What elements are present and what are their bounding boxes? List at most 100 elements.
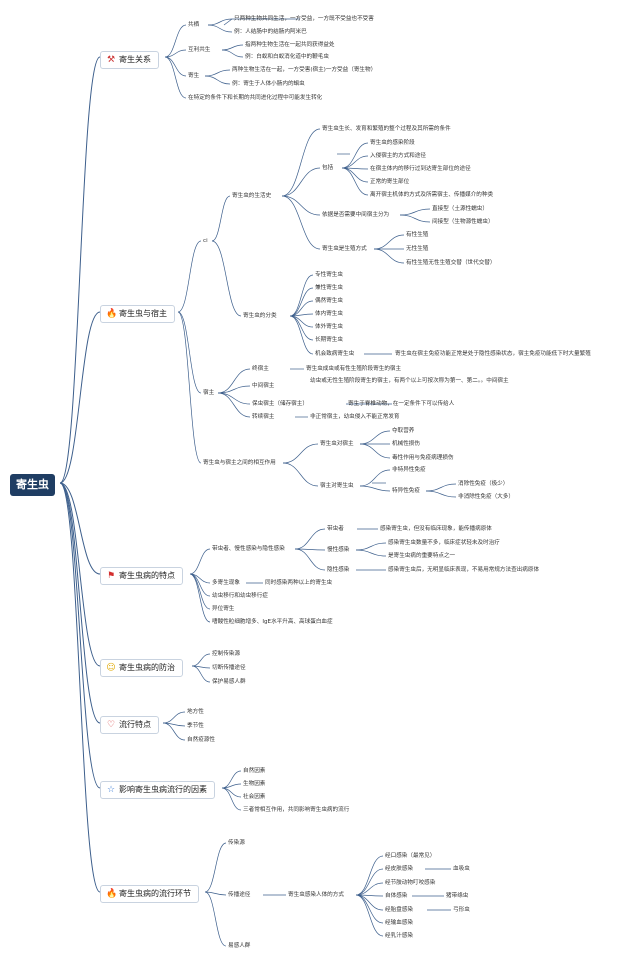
carrier-group[interactable]: 带虫者、慢性感染与隐性感染 bbox=[212, 546, 285, 552]
nonspecific-immunity[interactable]: 非特异性免疫 bbox=[392, 467, 426, 473]
intermediate-host-desc[interactable]: 幼虫或无性生殖阶段寄生的宿主，有两个以上可按次称为第一、第二。。中间宿主 bbox=[310, 378, 509, 384]
susceptible-population[interactable]: 易感人群 bbox=[228, 943, 251, 949]
branch-node-2[interactable]: ⚑寄生虫病的特点 bbox=[100, 567, 183, 585]
infection-ways[interactable]: 寄生虫感染人体的方式 bbox=[288, 892, 344, 898]
include-item-4[interactable]: 离开宿主机体的方式及所需宿主、传播媒介的种类 bbox=[370, 192, 494, 198]
host-label[interactable]: 宿主 bbox=[203, 390, 215, 396]
branch-node-3[interactable]: ☺寄生虫病的防治 bbox=[100, 659, 183, 677]
relation-gongqi[interactable]: 共栖 bbox=[188, 22, 200, 28]
relation-gongqi-desc[interactable]: 只两种生物共同生活，一方受益，一方既不受益也不受害 bbox=[234, 16, 374, 22]
host-ci[interactable]: ci bbox=[203, 238, 208, 244]
way-6[interactable]: 经乳汁感染 bbox=[385, 933, 413, 939]
multi-parasitism-desc[interactable]: 同时感染两种以上的寄生虫 bbox=[265, 580, 333, 586]
pork-tapeworm[interactable]: 猪带绦虫 bbox=[446, 893, 469, 899]
latent-infection[interactable]: 隐性感染 bbox=[327, 567, 350, 573]
infection-source[interactable]: 传染源 bbox=[228, 840, 245, 846]
relation-gongqi-example[interactable]: 例：人结肠中的结肠内阿米巴 bbox=[234, 29, 307, 35]
class-item-0[interactable]: 专性寄生虫 bbox=[315, 272, 343, 278]
include-item-1[interactable]: 入侵宿主的方式和途径 bbox=[370, 153, 426, 159]
branch-node-4[interactable]: ♡流行特点 bbox=[100, 716, 159, 734]
class-item-2[interactable]: 偶然寄生虫 bbox=[315, 298, 343, 304]
chronic-infection[interactable]: 慢性感染 bbox=[327, 547, 350, 553]
prevention-2[interactable]: 保护易感人群 bbox=[212, 679, 246, 685]
branch-label: 寄生虫病的特点 bbox=[119, 571, 175, 580]
branch-node-6[interactable]: 🔥寄生虫病的流行环节 bbox=[100, 885, 199, 903]
schistosome[interactable]: 血吸虫 bbox=[453, 866, 470, 872]
repro-item-2[interactable]: 有性生殖无性生殖交替（世代交替） bbox=[406, 260, 496, 266]
factor-3[interactable]: 三者常相互作用，共同影响寄生虫病的流行 bbox=[243, 807, 350, 813]
toxoplasma[interactable]: 弓形虫 bbox=[453, 907, 470, 913]
prevention-1[interactable]: 切断传播途径 bbox=[212, 665, 246, 671]
relation-huli[interactable]: 互利共生 bbox=[188, 47, 211, 53]
interaction[interactable]: 寄生虫与宿主之间的相互作用 bbox=[203, 460, 276, 466]
relation-huli-example[interactable]: 例：白蚁和白蚁消化道中的鞭毛虫 bbox=[245, 54, 329, 60]
life-history-def[interactable]: 寄生虫生长、发育和繁殖的整个过程及其所需的条件 bbox=[322, 126, 451, 132]
prevention-0[interactable]: 控制传染源 bbox=[212, 651, 240, 657]
opportunistic-desc[interactable]: 寄生虫在宿主免疫功能正常是处于隐性感染状态，宿主免疫功能低下时大量繁殖 bbox=[395, 351, 591, 357]
transmission-route[interactable]: 传播途径 bbox=[228, 892, 251, 898]
carrier[interactable]: 带虫者 bbox=[327, 526, 344, 532]
indirect-type[interactable]: 间接型（生物源性蠕虫） bbox=[432, 219, 494, 225]
reservoir-host[interactable]: 保虫宿主（储存宿主） bbox=[252, 401, 308, 407]
latent-desc[interactable]: 感染寄生虫后，无明显临床表现，不易用常规方法查出病原体 bbox=[388, 567, 540, 573]
class-item-3[interactable]: 体内寄生虫 bbox=[315, 311, 343, 317]
branch-node-5[interactable]: ☆影响寄生虫病流行的因素 bbox=[100, 781, 215, 799]
class-item-5[interactable]: 长期寄生虫 bbox=[315, 337, 343, 343]
include-item-2[interactable]: 在宿主体内的移行过到达寄生部位的途径 bbox=[370, 166, 471, 172]
paratenic-host[interactable]: 转续宿主 bbox=[252, 414, 275, 420]
to-host[interactable]: 寄生虫对宿主 bbox=[320, 441, 354, 447]
epidemic-1[interactable]: 季节性 bbox=[187, 723, 204, 729]
life-history[interactable]: 寄生虫的生活史 bbox=[232, 193, 272, 199]
multi-parasitism[interactable]: 多寄生现象 bbox=[212, 580, 240, 586]
way-2[interactable]: 经节肢动物叮咬感染 bbox=[385, 880, 436, 886]
way-0[interactable]: 经口感染（最常见） bbox=[385, 853, 436, 859]
class-item-4[interactable]: 体外寄生虫 bbox=[315, 324, 343, 330]
ectopic-parasitism[interactable]: 异位寄生 bbox=[212, 606, 235, 612]
larva-migrans[interactable]: 幼虫移行和幼虫移行症 bbox=[212, 593, 268, 599]
repro-item-1[interactable]: 无性生殖 bbox=[406, 246, 429, 252]
relation-jisheng-desc[interactable]: 两种生物生活在一起，一方受害(宿主)一方受益（寄生物） bbox=[232, 67, 377, 73]
include-label[interactable]: 包括 bbox=[322, 165, 334, 171]
factor-1[interactable]: 生物因素 bbox=[243, 781, 266, 787]
final-host[interactable]: 终宿主 bbox=[252, 366, 269, 372]
by-intermediate[interactable]: 依据是否需要中间宿主分为 bbox=[322, 212, 390, 218]
factor-0[interactable]: 自然因素 bbox=[243, 768, 266, 774]
intermediate-host[interactable]: 中间宿主 bbox=[252, 383, 275, 389]
nonsterilizing-immunity[interactable]: 非消除性免疫（大多） bbox=[458, 494, 514, 500]
class-item-1[interactable]: 兼性寄生虫 bbox=[315, 285, 343, 291]
relation-evolution[interactable]: 在特定的条件下和长期的共同进化过程中可能发生转化 bbox=[188, 95, 323, 101]
include-item-3[interactable]: 正常的寄生部位 bbox=[370, 179, 410, 185]
epidemic-2[interactable]: 自然疫源性 bbox=[187, 737, 215, 743]
reproduction[interactable]: 寄生虫是生殖方式 bbox=[322, 246, 367, 252]
chronic-desc-2[interactable]: 是寄生虫病的重要特点之一 bbox=[388, 553, 456, 559]
way-4[interactable]: 经胎盘感染 bbox=[385, 907, 413, 913]
epidemic-0[interactable]: 地方性 bbox=[187, 709, 204, 715]
way-1[interactable]: 经皮肤感染 bbox=[385, 866, 413, 872]
eosinophilia[interactable]: 嗜酸性粒细胞增多、IgE水平升高、高球蛋白血症 bbox=[212, 619, 333, 625]
relation-jisheng-example[interactable]: 例：寄生于人体小肠内的蛔虫 bbox=[232, 81, 305, 87]
direct-type[interactable]: 直接型（土源性蠕虫） bbox=[432, 206, 488, 212]
to-host-item-1[interactable]: 机械性损伤 bbox=[392, 441, 420, 447]
paratenic-host-desc[interactable]: 非正常宿主，幼虫侵入不能正常发育 bbox=[310, 414, 400, 420]
sterilizing-immunity[interactable]: 消除性免疫（极少） bbox=[458, 481, 509, 487]
relation-jisheng[interactable]: 寄生 bbox=[188, 73, 200, 79]
way-3[interactable]: 自体感染 bbox=[385, 893, 408, 899]
include-item-0[interactable]: 寄生虫的感染阶段 bbox=[370, 140, 415, 146]
chronic-desc-1[interactable]: 感染寄生虫数量不多，临床症状轻未及时治疗 bbox=[388, 540, 500, 546]
reservoir-host-desc[interactable]: 寄生于脊椎动物，在一定条件下可以传给人 bbox=[348, 401, 455, 407]
to-host-item-0[interactable]: 夺取营养 bbox=[392, 428, 415, 434]
specific-immunity[interactable]: 特异性免疫 bbox=[392, 488, 420, 494]
relation-huli-desc[interactable]: 指两种生物生活在一起共同获得益处 bbox=[245, 42, 335, 48]
repro-item-0[interactable]: 有性生殖 bbox=[406, 232, 429, 238]
host-to[interactable]: 宿主对寄生虫 bbox=[320, 483, 354, 489]
classification[interactable]: 寄生虫的分类 bbox=[243, 313, 277, 319]
branch-node-1[interactable]: 🔥寄生虫与宿主 bbox=[100, 305, 175, 323]
to-host-item-2[interactable]: 毒性作用与免疫病理损伤 bbox=[392, 455, 454, 461]
way-5[interactable]: 经输血感染 bbox=[385, 920, 413, 926]
factor-2[interactable]: 社会因素 bbox=[243, 794, 266, 800]
carrier-desc[interactable]: 感染寄生虫，但没有临床现象，能传播病原体 bbox=[380, 526, 492, 532]
root-node[interactable]: 寄生虫 bbox=[10, 474, 55, 496]
final-host-desc[interactable]: 寄生虫成虫或有性生殖阶段寄生的宿主 bbox=[306, 366, 402, 372]
branch-node-0[interactable]: ⚒寄生关系 bbox=[100, 51, 159, 69]
class-item-6[interactable]: 机会致病寄生虫 bbox=[315, 351, 355, 357]
